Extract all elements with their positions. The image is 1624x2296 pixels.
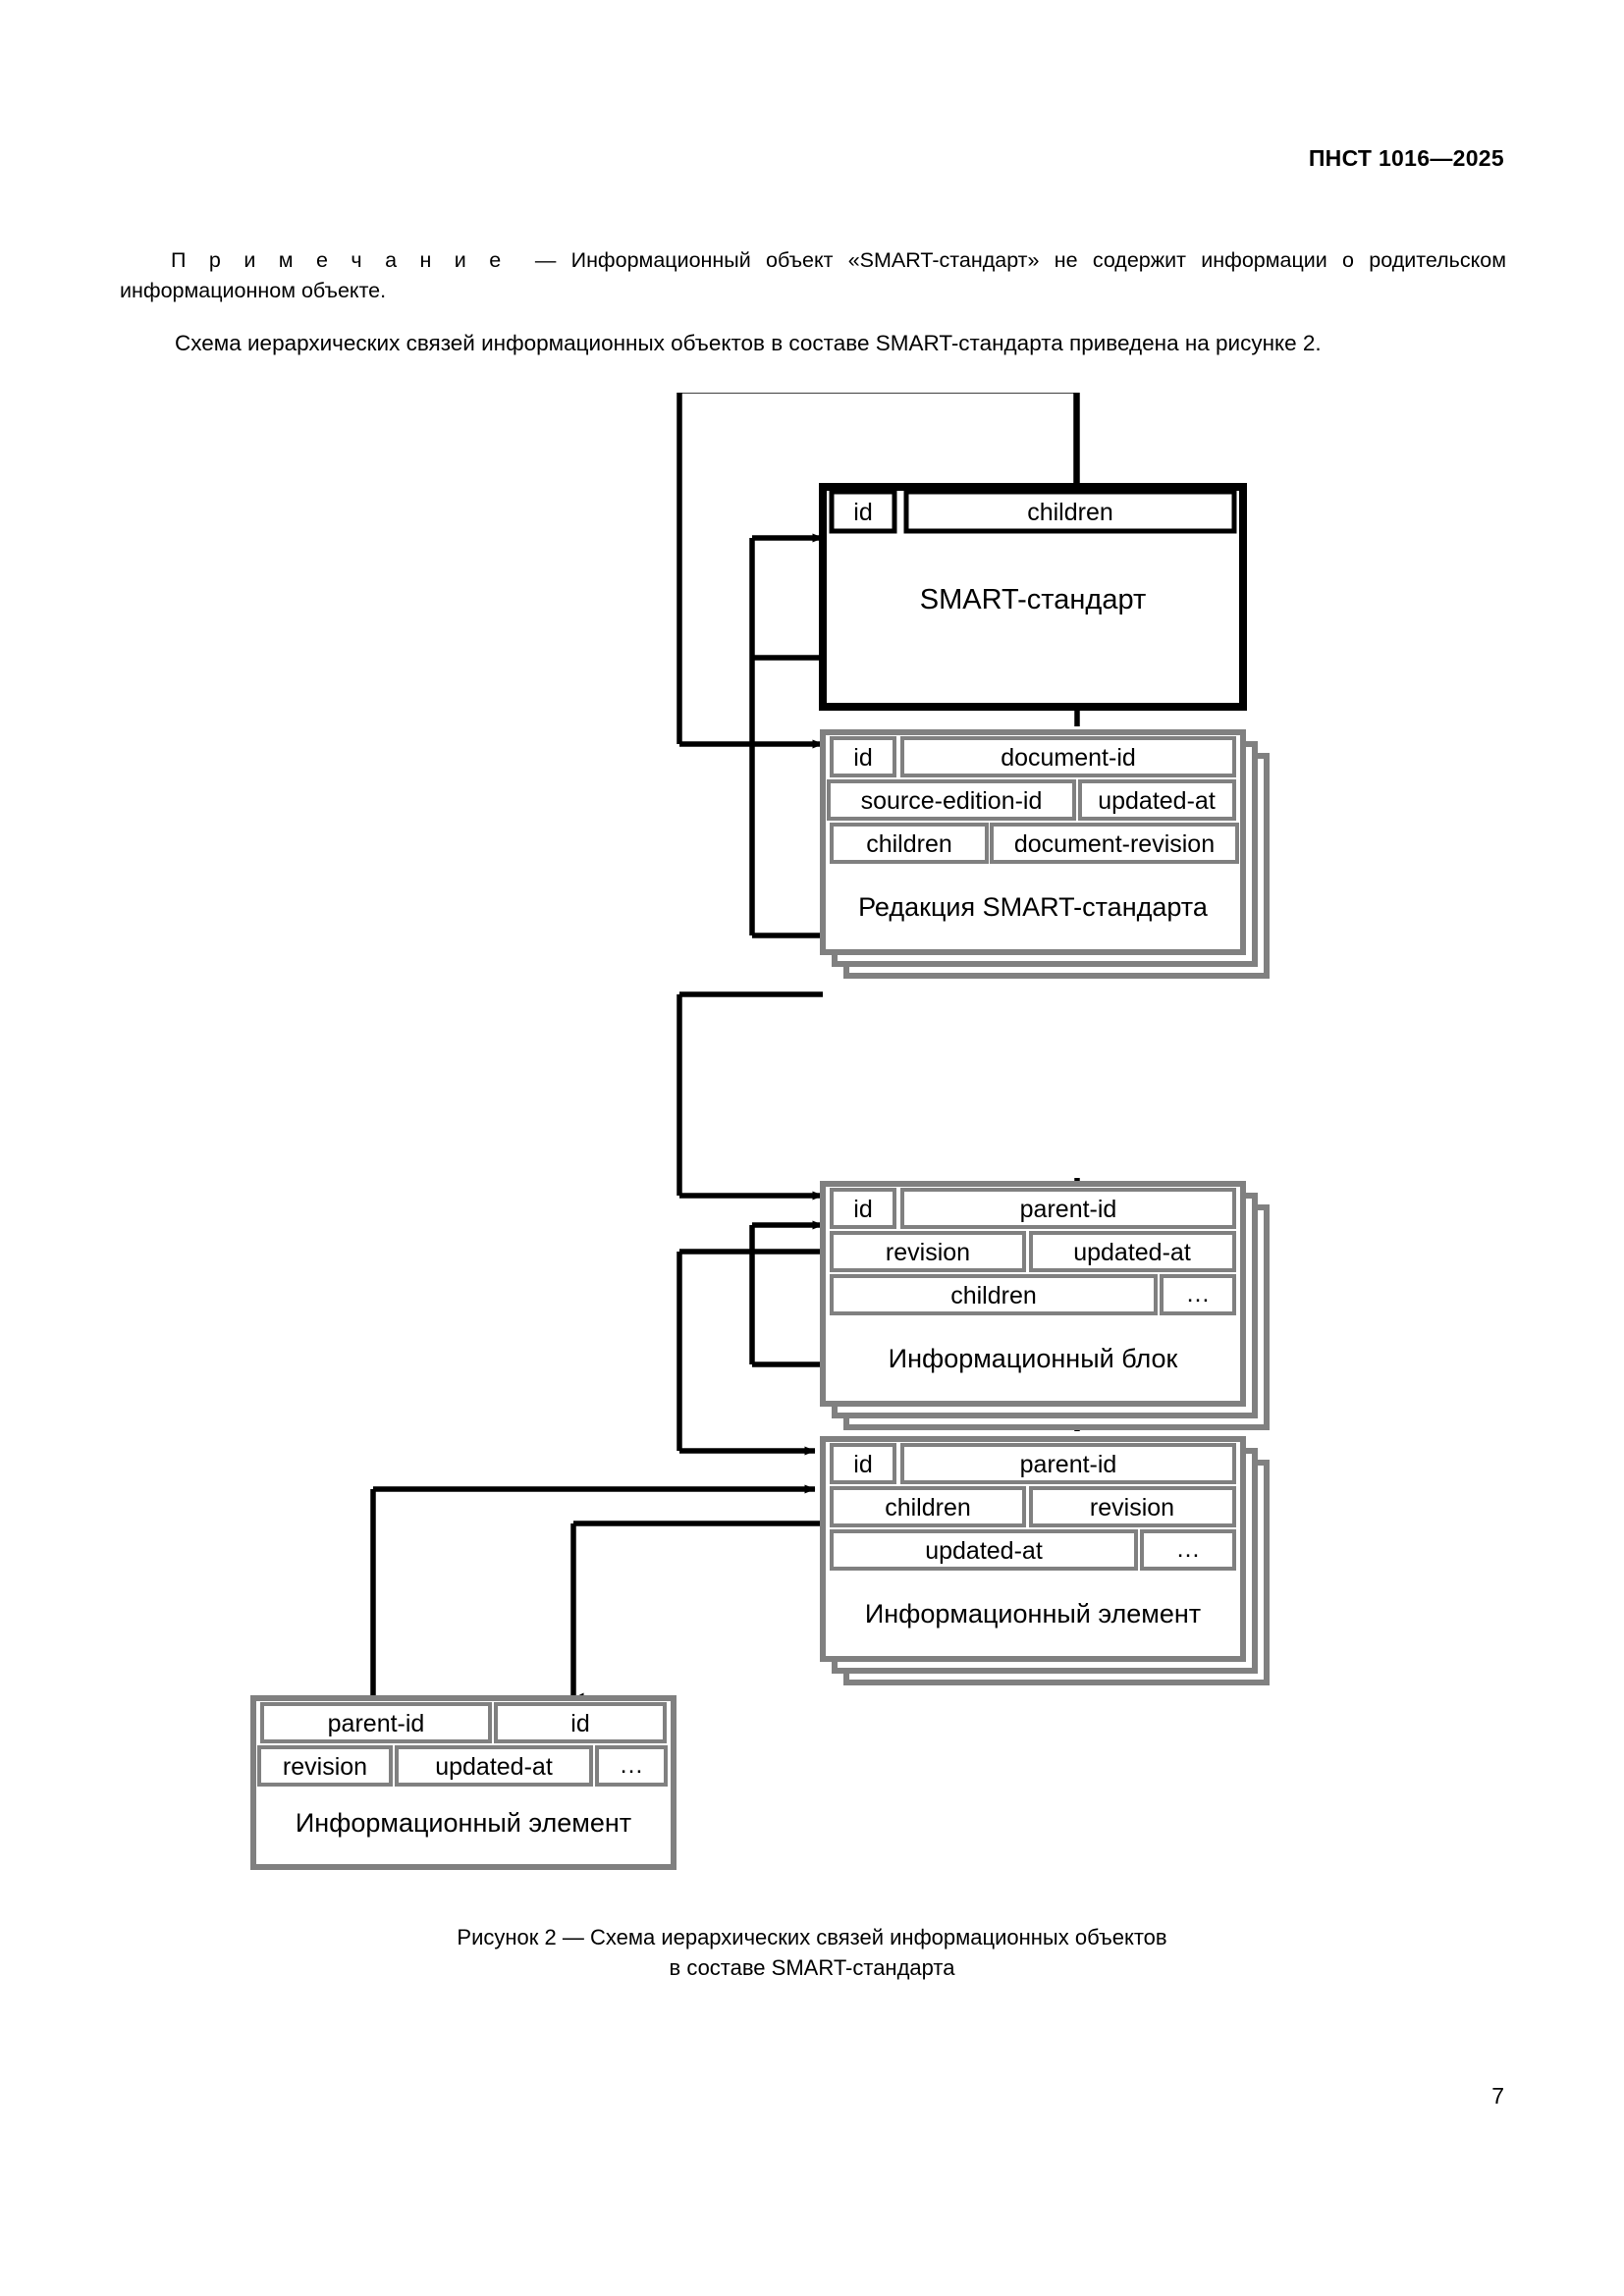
note-label: П р и м е ч а н и е <box>171 247 506 272</box>
note-paragraph: П р и м е ч а н и е — Информационный объ… <box>120 245 1506 306</box>
figure-caption-line-1: Рисунок 2 — Схема иерархических связей и… <box>457 1925 1167 1949</box>
field-ellipsis: … <box>1186 1280 1211 1308</box>
entity-smart-standard-revision: id document-id source-edition-id updated… <box>820 729 1270 979</box>
field-updated-at: updated-at <box>1098 787 1216 815</box>
field-parent-id: parent-id <box>1020 1196 1117 1223</box>
field-parent-id: parent-id <box>328 1710 425 1737</box>
field-children: children <box>885 1494 971 1522</box>
entity-title: Редакция SMART-стандарта <box>858 892 1209 922</box>
entity-title: Информационный блок <box>889 1344 1178 1373</box>
body-paragraph-text: Схема иерархических связей информационны… <box>175 330 1322 355</box>
field-updated-at: updated-at <box>1073 1239 1191 1266</box>
field-id: id <box>570 1710 589 1737</box>
figure-caption-line-2: в составе SMART-стандарта <box>669 1955 955 1980</box>
field-revision: revision <box>1090 1494 1174 1522</box>
body-paragraph: Схема иерархических связей информационны… <box>120 327 1506 359</box>
field-updated-at: updated-at <box>435 1753 553 1781</box>
field-children: children <box>1027 499 1113 526</box>
field-revision: revision <box>886 1239 970 1266</box>
field-id: id <box>853 499 872 526</box>
entity-title: SMART-стандарт <box>920 584 1146 615</box>
entity-information-element-left: parent-id id revision updated-at … Инфор… <box>250 1695 677 1870</box>
entity-smart-standard: id children SMART-стандарт <box>819 483 1247 711</box>
figure-caption: Рисунок 2 — Схема иерархических связей и… <box>0 1922 1624 1983</box>
entity-information-block: id parent-id revision updated-at childre… <box>820 1181 1270 1430</box>
running-head: ПНСТ 1016—2025 <box>1308 145 1504 171</box>
field-updated-at: updated-at <box>925 1537 1043 1565</box>
entity-information-element-right: id parent-id children revision updated-a… <box>820 1436 1270 1685</box>
field-parent-id: parent-id <box>1020 1451 1117 1478</box>
page-number: 7 <box>1491 2083 1504 2109</box>
entity-title: Информационный элемент <box>296 1808 631 1838</box>
field-id: id <box>853 1196 872 1223</box>
field-document-revision: document-revision <box>1014 830 1215 858</box>
entity-title: Информационный элемент <box>865 1599 1201 1629</box>
note-dash: — <box>534 247 557 272</box>
figure-2-diagram: id children SMART-стандарт id document <box>0 393 1624 1904</box>
field-document-id: document-id <box>1001 744 1136 772</box>
field-children: children <box>950 1282 1037 1309</box>
field-ellipsis: … <box>620 1751 644 1779</box>
field-source-edition-id: source-edition-id <box>861 787 1043 815</box>
field-id: id <box>853 744 872 772</box>
field-revision: revision <box>283 1753 367 1781</box>
note-text: Информационный объект «SMART-стандарт» н… <box>120 247 1506 302</box>
field-children: children <box>866 830 952 858</box>
field-ellipsis: … <box>1176 1535 1201 1563</box>
field-id: id <box>853 1451 872 1478</box>
